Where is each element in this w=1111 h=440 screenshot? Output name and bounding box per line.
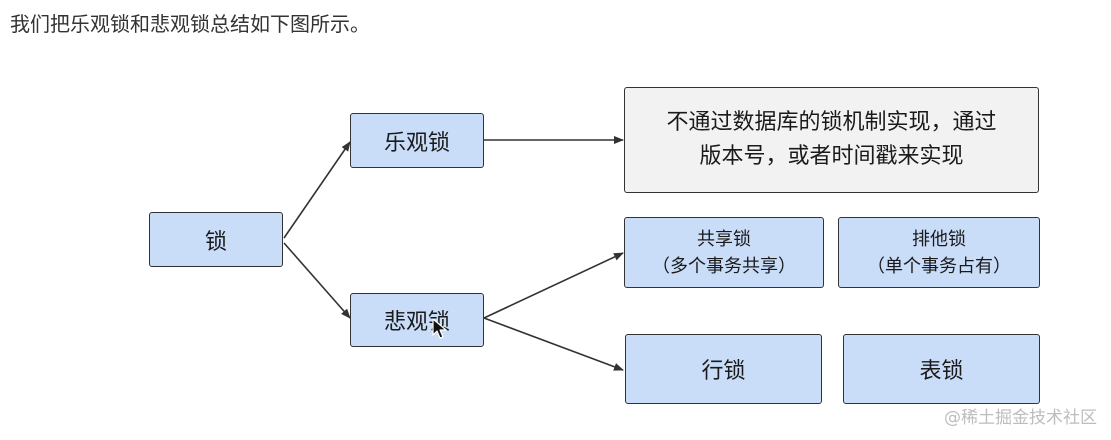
watermark: @稀土掘金技术社区 <box>944 408 1097 428</box>
arrow-lock-to-pessimistic <box>283 242 351 319</box>
node-optimistic-note: 不通过数据库的锁机制实现，通过 版本号，或者时间戳来实现 <box>624 87 1039 193</box>
node-exclusive-lock: 排他锁 （单个事务占有） <box>838 217 1040 288</box>
node-optimistic-lock-label: 乐观锁 <box>383 130 450 156</box>
optimistic-note-line2: 版本号，或者时间戳来实现 <box>699 144 964 169</box>
optimistic-note-line1: 不通过数据库的锁机制实现，通过 <box>666 110 997 135</box>
node-lock-label: 锁 <box>204 229 227 255</box>
arrow-lock-to-optimistic <box>283 141 351 239</box>
shared-lock-desc: （多个事务共享） <box>652 255 796 277</box>
mouse-cursor-icon <box>432 318 447 339</box>
shared-lock-title: 共享锁 <box>697 228 751 250</box>
node-row-lock: 行锁 <box>625 334 822 404</box>
node-table-lock-label: 表锁 <box>919 359 964 384</box>
node-lock: 锁 <box>149 212 283 267</box>
arrow-pessimistic-to-row <box>483 317 624 371</box>
arrow-pessimistic-to-shared <box>483 252 624 319</box>
intro-text: 我们把乐观锁和悲观锁总结如下图所示。 <box>10 12 370 36</box>
exclusive-lock-title: 排他锁 <box>912 228 966 250</box>
node-optimistic-lock: 乐观锁 <box>350 113 484 168</box>
node-row-lock-label: 行锁 <box>701 359 746 384</box>
node-shared-lock: 共享锁 （多个事务共享） <box>624 217 824 288</box>
node-pessimistic-lock: 悲观锁 <box>350 293 484 347</box>
node-table-lock: 表锁 <box>843 334 1040 404</box>
exclusive-lock-desc: （单个事务占有） <box>867 255 1011 277</box>
